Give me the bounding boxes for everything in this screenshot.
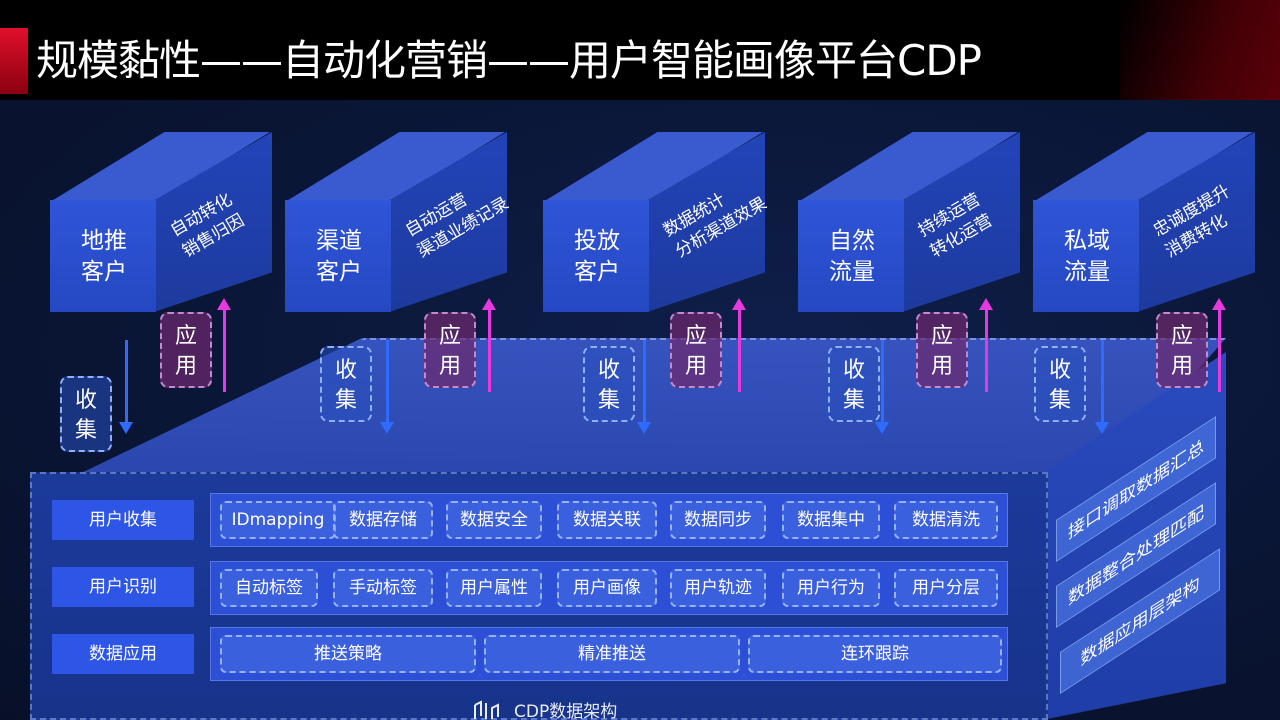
row-label-user-collection: 用户收集 bbox=[52, 500, 194, 540]
apply-arrow bbox=[732, 298, 746, 392]
cube-ads: 投放 客户 数据统计 分析渠道效果 bbox=[543, 132, 770, 312]
apply-tag: 应 用 bbox=[424, 312, 476, 388]
collect-tag: 收 集 bbox=[320, 346, 372, 422]
chip: 数据清洗 bbox=[894, 501, 998, 539]
apply-arrow bbox=[217, 298, 231, 392]
row-label-data-application: 数据应用 bbox=[52, 634, 194, 674]
apply-arrow bbox=[482, 298, 496, 392]
title-bar: 规模黏性——自动化营销——用户智能画像平台CDP bbox=[0, 0, 1280, 100]
apply-tag: 应 用 bbox=[160, 312, 212, 388]
collect-tag: 收 集 bbox=[1034, 346, 1086, 422]
chip: 手动标签 bbox=[333, 569, 433, 607]
apply-arrow bbox=[1212, 298, 1226, 392]
apply-tag: 应 用 bbox=[670, 312, 722, 388]
apply-tag: 应 用 bbox=[916, 312, 968, 388]
cube-organic: 自然 流量 持续运营 转化运营 bbox=[798, 132, 1020, 312]
chip: IDmapping bbox=[220, 501, 336, 539]
cube-name: 自然 流量 bbox=[829, 228, 875, 285]
chip: 精准推送 bbox=[484, 635, 740, 673]
platform-top-edge bbox=[53, 338, 1226, 488]
chip: 数据同步 bbox=[670, 501, 766, 539]
row-label-user-identification: 用户识别 bbox=[52, 567, 194, 607]
cube-private: 私域 流量 忠诚度提升 消费转化 bbox=[1033, 132, 1255, 312]
chip: 连环跟踪 bbox=[748, 635, 1002, 673]
footer-caption: CDP数据架构 bbox=[472, 700, 617, 720]
cube-ground-push: 地推 客户 自动转化 销售归因 bbox=[50, 132, 272, 312]
cube-channel: 渠道 客户 自动运营 渠道业绩记录 bbox=[285, 132, 512, 312]
title-decoration bbox=[1120, 0, 1280, 100]
title-accent-bar bbox=[0, 28, 28, 94]
cube-name: 投放 客户 bbox=[574, 228, 620, 285]
cube-name: 渠道 客户 bbox=[316, 228, 362, 285]
page-title: 规模黏性——自动化营销——用户智能画像平台CDP bbox=[36, 36, 982, 85]
chip: 用户轨迹 bbox=[670, 569, 766, 607]
chip: 数据集中 bbox=[782, 501, 880, 539]
collect-arrow bbox=[380, 340, 394, 434]
collect-arrow bbox=[119, 340, 133, 434]
collect-arrow bbox=[1095, 340, 1109, 434]
chip: 用户行为 bbox=[782, 569, 880, 607]
chip: 推送策略 bbox=[220, 635, 476, 673]
collect-tag: 收 集 bbox=[583, 346, 635, 422]
collect-tag: 收 集 bbox=[828, 346, 880, 422]
footer-text: CDP数据架构 bbox=[514, 702, 618, 720]
chip: 自动标签 bbox=[220, 569, 318, 607]
cube-name: 私域 流量 bbox=[1064, 228, 1110, 285]
apply-arrow bbox=[979, 298, 993, 392]
collect-tag: 收 集 bbox=[60, 376, 112, 452]
cube-name: 地推 客户 bbox=[81, 228, 127, 285]
collect-arrow bbox=[875, 340, 889, 434]
chip: 数据安全 bbox=[446, 501, 542, 539]
chip: 用户分层 bbox=[894, 569, 998, 607]
collect-arrow bbox=[637, 340, 651, 434]
apply-tag: 应 用 bbox=[1156, 312, 1208, 388]
cdp-logo-icon bbox=[474, 700, 499, 719]
chip: 数据关联 bbox=[557, 501, 657, 539]
chip: 用户属性 bbox=[446, 569, 542, 607]
chip: 数据存储 bbox=[333, 501, 433, 539]
chip: 用户画像 bbox=[557, 569, 657, 607]
